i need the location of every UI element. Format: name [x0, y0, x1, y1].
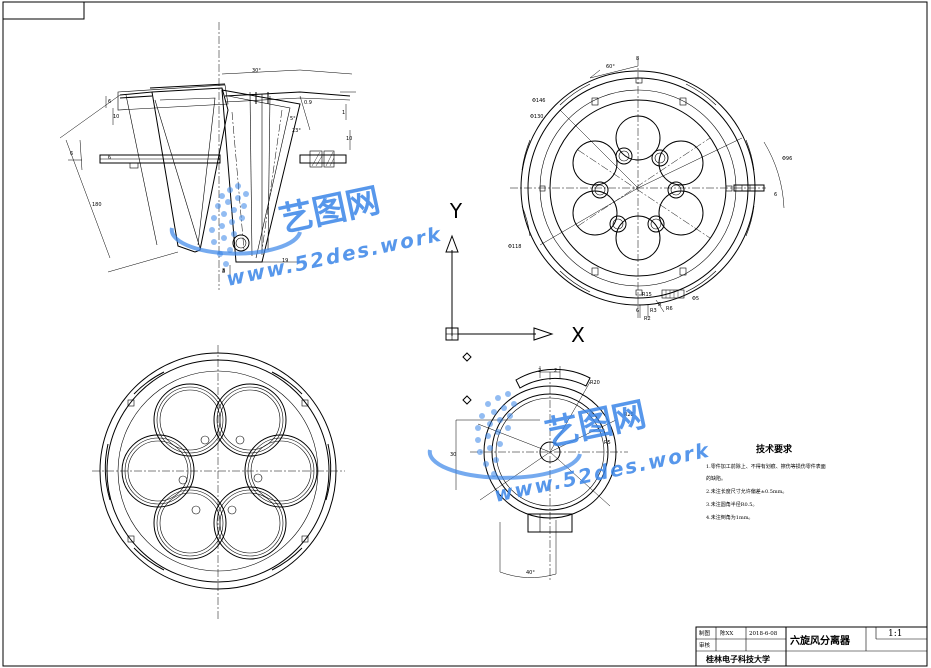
top-dim-dia-130: Φ130 [530, 114, 543, 120]
title-block: 制图 审核 陈XX 2018-6-08 六旋风分离器 1:1 桂林电子科技大学 [695, 626, 928, 667]
misc-markers: 8 6 [108, 155, 472, 405]
top-dim-angle-60: 60° [606, 64, 615, 70]
side-dim-angle-23: 23° [292, 128, 301, 134]
top-dim-r: R [658, 302, 662, 308]
top-dim-dia-118: Φ118 [508, 244, 521, 250]
side-dim-angle-5: 5° [290, 116, 296, 122]
watermark-url-2: www.52des.work [492, 438, 713, 507]
top-dim-r2: R2 [644, 316, 651, 322]
ring-dim-r25: R25 [624, 412, 634, 418]
top-dim-r3: R3 [650, 308, 657, 314]
ring-dim-30: 30 [450, 452, 456, 458]
tech-note-3: 3.未注圆角半径R0.5。 [706, 501, 758, 508]
ring-dim-2b: 2 [554, 368, 557, 374]
side-dim-19: 19 [282, 258, 288, 264]
design-date: 2018-6-08 [749, 631, 778, 637]
watermark-url-1: www.52des.work [224, 222, 445, 291]
misc-dim-6: 6 [108, 155, 111, 161]
top-dim-r6: R6 [666, 306, 673, 312]
side-dim-6: 6 [108, 99, 111, 105]
ring-dim-2a: 2 [538, 368, 541, 374]
tech-note-4: 4.未注倒角为1mm。 [706, 514, 753, 521]
side-dim-6b: 6 [70, 151, 73, 157]
top-dim-6b: 6 [636, 308, 639, 314]
watermark-text-1: 艺图网 [276, 180, 384, 240]
watermark-1: 艺图网 www.52des.work [169, 180, 445, 291]
tech-note-2: 2.未注长度尺寸允许偏差±0.5mm。 [706, 488, 787, 495]
part-name: 六旋风分离器 [790, 634, 851, 647]
tech-heading: 技术要求 [756, 443, 793, 455]
y-axis-label: Y [449, 199, 463, 223]
ring-detail-view: 2 2 R20 R25 R5 30 40° [450, 366, 634, 580]
row-check-label: 审核 [699, 641, 711, 649]
top-dim-r15: R15 [642, 292, 652, 298]
technical-requirements: 技术要求 1.零件加工前除上、不得有划痕、擦伤等损伤零件表面 的缺陷。 2.未注… [706, 443, 826, 521]
tech-note-1: 1.零件加工前除上、不得有划痕、擦伤等损伤零件表面 [706, 463, 826, 470]
side-dim-10b: 10 [346, 136, 352, 142]
designer-name: 陈XX [720, 629, 733, 637]
ring-dim-r20: R20 [590, 380, 600, 386]
top-dim-dia-96: Φ96 [782, 156, 792, 162]
side-dim-180: 180 [92, 202, 102, 208]
top-dim-8: 8 [636, 56, 639, 62]
top-view: 60° 8 Φ146 Φ130 Φ118 Φ96 6 Φ5 R6 R2 R3 R… [508, 56, 792, 322]
row-design-label: 制图 [699, 629, 711, 637]
misc-dim-8: 8 [222, 269, 225, 275]
ring-dim-r5: R5 [604, 440, 611, 446]
watermark-2: 艺图网 www.52des.work [427, 391, 713, 507]
tech-note-1b: 的缺陷。 [706, 475, 726, 482]
side-dim-1: 1 [342, 110, 345, 116]
side-dim-angle-30: 30° [252, 68, 261, 74]
side-dim-3: 3 [222, 268, 225, 274]
side-dim-0-9: 0.9 [304, 100, 312, 106]
x-axis-label: X [571, 323, 585, 347]
drawing-scale: 1:1 [888, 629, 902, 639]
side-view: 30° 6 10 0.9 23° 5° 1 10 6 180 19 3 [59, 22, 356, 290]
side-dim-10: 10 [113, 114, 119, 120]
top-dim-dia-146: Φ146 [532, 98, 545, 104]
watermark-text-2: 艺图网 [542, 394, 650, 454]
bottom-view [92, 345, 345, 620]
top-dim-dia-5: Φ5 [692, 296, 699, 302]
ring-dim-angle-40: 40° [526, 570, 535, 576]
top-dim-6: 6 [774, 192, 777, 198]
coordinate-axes: Y X [445, 199, 585, 347]
organization-name: 桂林电子科技大学 [705, 654, 770, 664]
